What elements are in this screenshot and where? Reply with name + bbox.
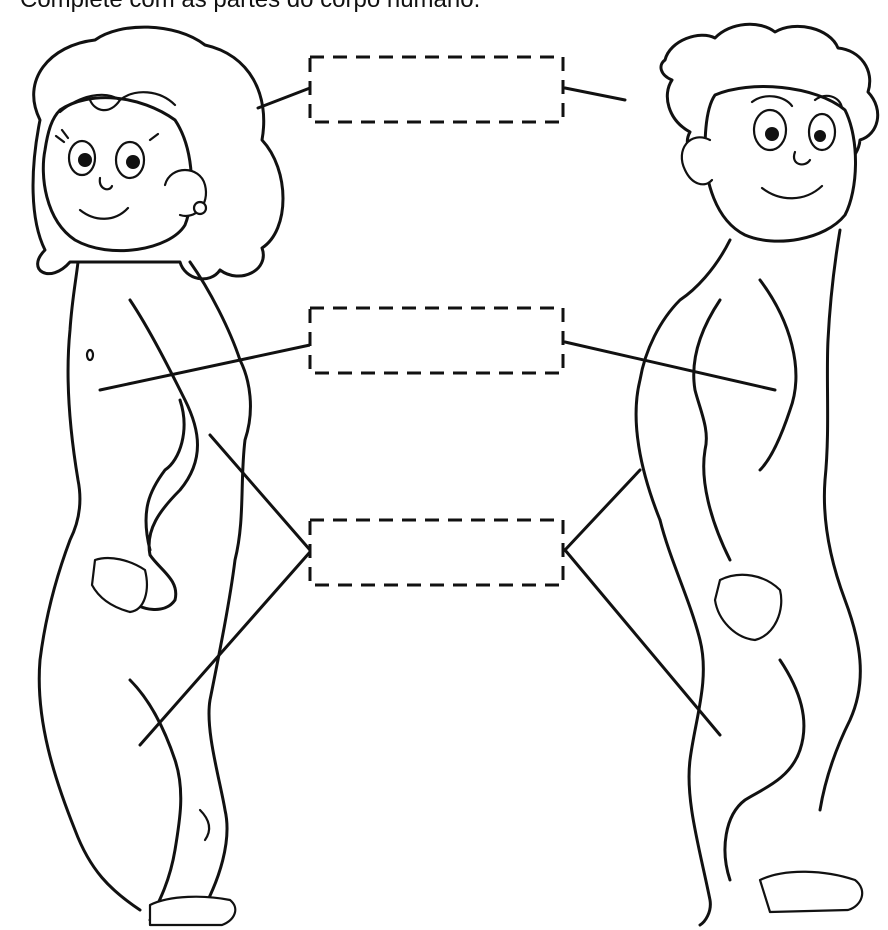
answer-box-trunk[interactable] xyxy=(310,308,563,373)
answer-box-limbs[interactable] xyxy=(310,520,563,585)
boy-ear xyxy=(682,137,712,184)
boy-face xyxy=(705,87,856,242)
girl-face xyxy=(43,98,191,251)
boy-arm xyxy=(694,280,796,560)
girl-leg xyxy=(130,680,181,920)
girl-arm xyxy=(130,300,198,609)
boy-body xyxy=(636,240,730,520)
girl-foot xyxy=(150,897,235,925)
boy-foot xyxy=(760,872,862,912)
boy-figure-icon xyxy=(636,24,878,925)
boy-leg xyxy=(725,660,804,880)
answer-box-head[interactable] xyxy=(310,57,563,122)
